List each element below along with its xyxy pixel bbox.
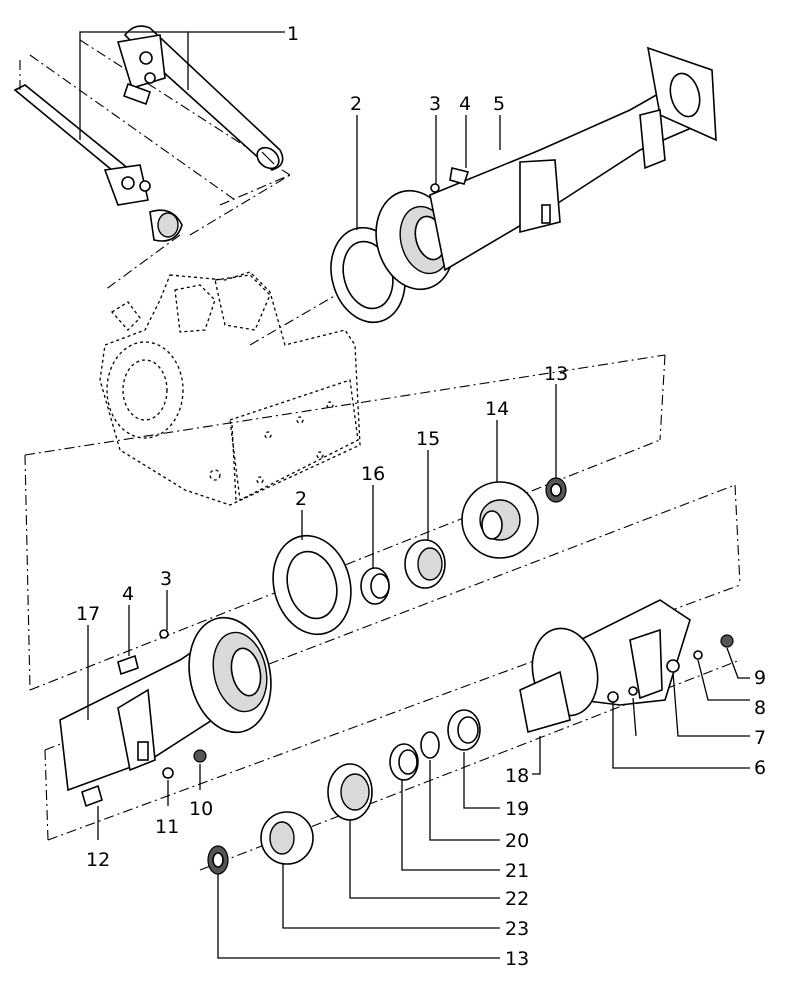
callout-23: 23 bbox=[505, 918, 529, 940]
callout-16: 16 bbox=[361, 463, 385, 485]
callout-21: 21 bbox=[505, 860, 529, 882]
callout-20: 20 bbox=[505, 830, 529, 852]
callout-22: 22 bbox=[505, 888, 529, 910]
callout-4-lower: 4 bbox=[122, 583, 134, 605]
propeller-shaft-assembly bbox=[13, 25, 291, 242]
callout-2-upper: 2 bbox=[350, 93, 362, 115]
callout-2-lower: 2 bbox=[295, 488, 307, 510]
callout-7: 7 bbox=[754, 727, 766, 749]
middle-gear-stack bbox=[360, 477, 567, 605]
callout-18: 18 bbox=[505, 765, 529, 787]
lower-bearing-stack bbox=[207, 709, 481, 875]
callout-3-upper: 3 bbox=[429, 93, 441, 115]
callout-11: 11 bbox=[155, 816, 179, 838]
callout-15: 15 bbox=[416, 428, 440, 450]
callout-13-upper: 13 bbox=[544, 363, 568, 385]
leader-lines bbox=[79, 31, 750, 959]
transmission-housing bbox=[99, 271, 361, 506]
callout-17: 17 bbox=[76, 603, 100, 625]
callout-9: 9 bbox=[754, 667, 766, 689]
right-axle-housing bbox=[519, 599, 734, 734]
callout-6: 6 bbox=[754, 757, 766, 779]
callout-10: 10 bbox=[189, 798, 213, 820]
callout-19: 19 bbox=[505, 798, 529, 820]
callout-1: 1 bbox=[287, 23, 299, 45]
upper-axle-housing bbox=[330, 46, 717, 324]
callout-5: 5 bbox=[493, 93, 505, 115]
callout-8: 8 bbox=[754, 697, 766, 719]
callout-4-upper: 4 bbox=[459, 93, 471, 115]
callout-12: 12 bbox=[86, 849, 110, 871]
callout-14: 14 bbox=[485, 398, 509, 420]
callout-3-lower: 3 bbox=[160, 568, 172, 590]
callout-13-lower: 13 bbox=[505, 948, 529, 970]
callout-labels: 1 2 3 4 5 13 14 15 16 2 3 4 17 9 8 7 6 1… bbox=[76, 23, 766, 970]
left-axle-housing bbox=[59, 534, 352, 808]
